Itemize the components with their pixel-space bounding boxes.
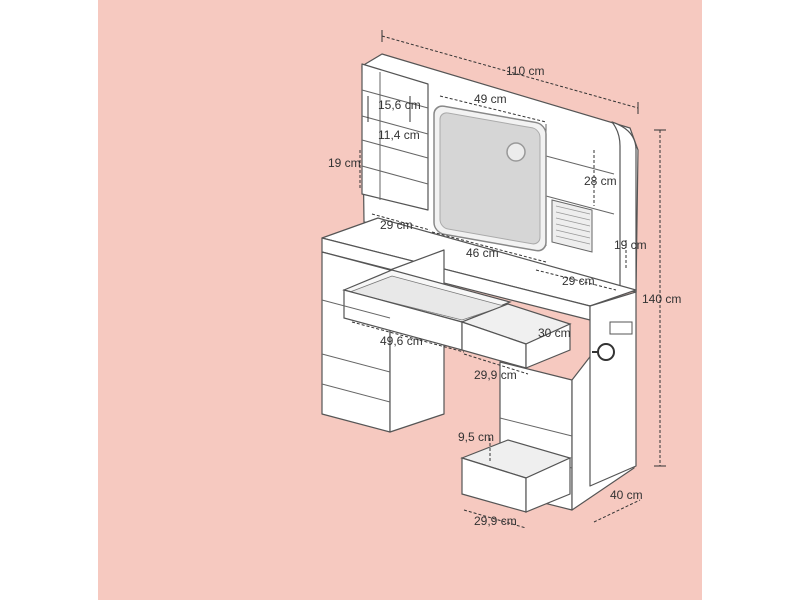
right-top-shelf-label: 29 cm: [562, 274, 595, 288]
hook-icon: [592, 321, 633, 361]
right-side-panel: [589, 291, 637, 487]
left-top-shelf-label: 29 cm: [380, 218, 413, 232]
bottom-drawer-open: [460, 439, 572, 513]
overall-width-label: 110 cm: [506, 64, 545, 78]
mirror-width-label: 49 cm: [474, 92, 507, 106]
shelf-11-label: 11,4 cm: [378, 128, 420, 142]
shelf-15-label: 15,6 cm: [378, 98, 421, 112]
center-drawer-open: [342, 269, 512, 351]
shutter-cabinet: [551, 199, 593, 253]
left-cubby-label: 19 cm: [328, 156, 361, 170]
center-drawer-width-label: 49,6 cm: [380, 334, 423, 348]
right-drawer-width-label: 29,9 cm: [474, 368, 517, 382]
bottom-drawer-width-label: 29,9 cm: [474, 514, 517, 528]
right-cubby-label: 19 cm: [614, 238, 647, 252]
center-shelf-label: 46 cm: [466, 246, 499, 260]
left-shelf-unit: [361, 63, 429, 211]
depth-label: 40 cm: [610, 488, 643, 502]
mirror: [433, 105, 547, 252]
drawer-height-label: 9,5 cm: [458, 430, 495, 444]
drawer-depth-label: 30 cm: [538, 326, 571, 340]
right-shelf-label: 28 cm: [584, 174, 617, 188]
right-drawer-open: [460, 303, 572, 369]
total-height-label: 140 cm: [642, 292, 682, 306]
